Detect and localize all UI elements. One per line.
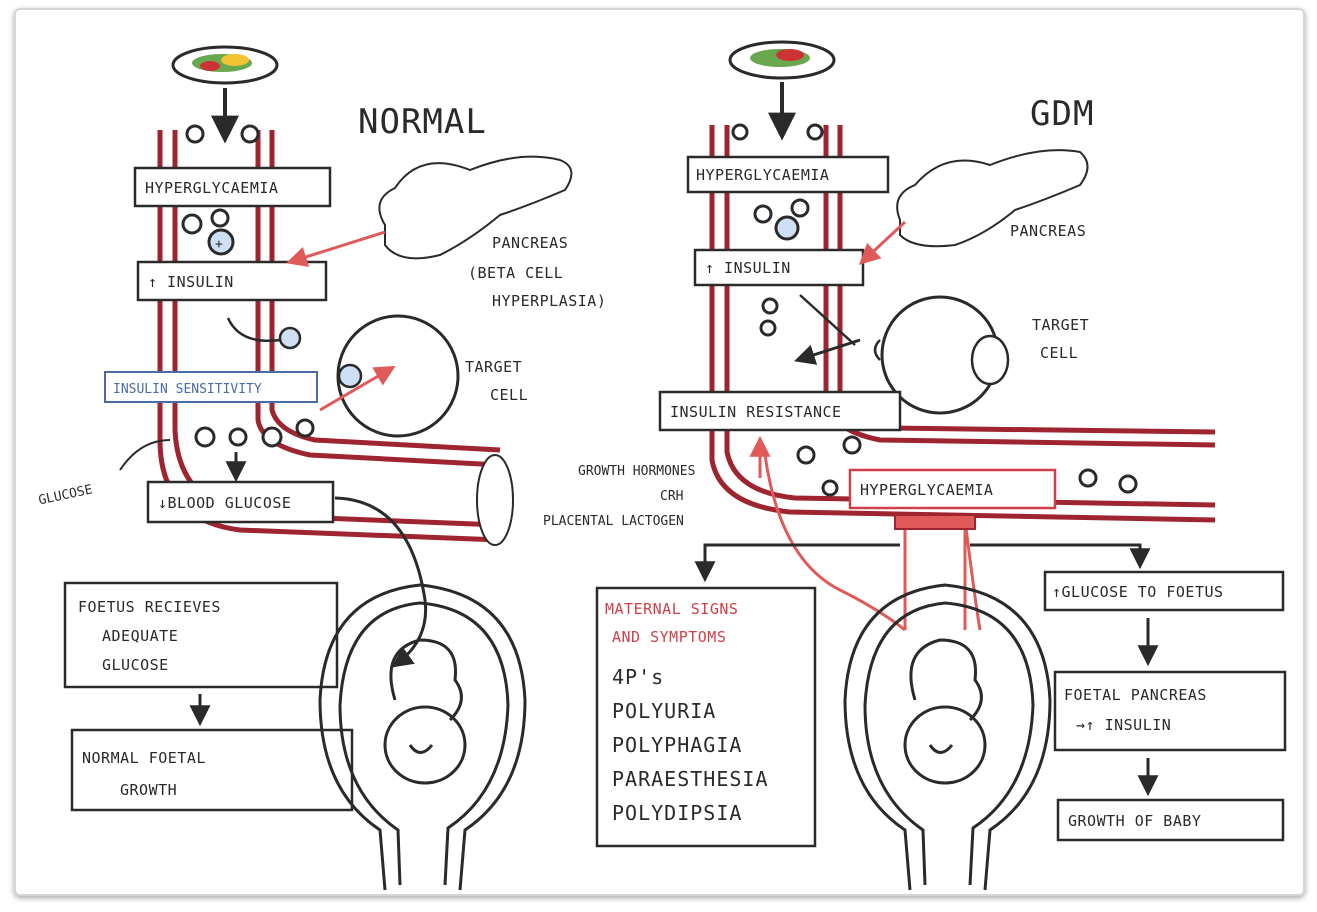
insulin-resistance-label: INSULIN RESISTANCE (670, 403, 842, 421)
target-line2: CELL (490, 386, 528, 404)
hyperglycaemia2-label: HYPERGLYCAEMIA (860, 481, 993, 499)
hormones-line3: PLACENTAL LACTOGEN (543, 514, 684, 529)
normal-title: NORMAL (358, 102, 487, 142)
hormones-line2: CRH (660, 489, 683, 504)
symptom-item: POLYPHAGIA (612, 733, 742, 757)
foetal-pancreas-box (1055, 672, 1285, 750)
food-plate-icon-gdm (730, 42, 834, 78)
insulin-bound-icon (280, 328, 300, 348)
symptom-item: PARAESTHESIA (612, 767, 769, 791)
pancreas-line3: HYPERPLASIA) (492, 292, 606, 310)
foetal-pancreas-line1: FOETAL PANCREAS (1064, 686, 1207, 704)
target-line1: TARGET (465, 358, 522, 376)
insulin-label: ↑ INSULIN (148, 273, 234, 291)
receptor-icon (339, 365, 361, 387)
symptom-item: POLYURIA (612, 699, 716, 723)
symptom-item: POLYDIPSIA (612, 801, 742, 825)
foetus-line2: ADEQUATE (102, 627, 178, 645)
growth-line1: NORMAL FOETAL (82, 749, 206, 767)
glucose-label: GLUCOSE (37, 482, 94, 508)
nucleus-icon (972, 336, 1008, 384)
target-line1-gdm: TARGET (1032, 316, 1089, 334)
hormones-line1: GROWTH HORMONES (578, 464, 695, 479)
foetus-line3: GLUCOSE (102, 656, 169, 674)
blood-glucose-label: ↓BLOOD GLUCOSE (158, 494, 291, 512)
insulin-molecule-icon-gdm (776, 217, 798, 239)
pancreas-line2: (BETA CELL (468, 264, 563, 282)
hyperglycaemia-label: HYPERGLYCAEMIA (145, 179, 278, 197)
growth-baby-label: GROWTH OF BABY (1068, 812, 1201, 830)
foetus-line1: FOETUS RECIEVES (78, 598, 221, 616)
insulin-label-gdm: ↑ INSULIN (705, 259, 791, 277)
maternal-line1: MATERNAL SIGNS (605, 600, 738, 618)
gdm-panel: GDM HYPERGLYCAEMIA ↑ INSULIN PANCREAS TA (543, 42, 1285, 890)
pancreas-arrow (290, 232, 385, 262)
normal-panel: NORMAL + HYPERGLYCAEMIA ↑ INSULIN PANCRE… (37, 47, 606, 890)
vessel-cross-section (477, 455, 513, 545)
maternal-arrow (705, 545, 900, 578)
pancreas-arrow-gdm (862, 222, 905, 262)
symptom-item: 4P's (612, 665, 664, 689)
insulin-sensitivity-label: INSULIN SENSITIVITY (113, 382, 262, 397)
hyperglycaemia-label-gdm: HYPERGLYCAEMIA (696, 166, 829, 184)
foetus-arrow (970, 545, 1140, 565)
growth-line2: GROWTH (120, 781, 177, 799)
maternal-line2: AND SYMPTOMS (612, 628, 726, 646)
glucose-to-foetus-label: ↑GLUCOSE TO FOETUS (1052, 583, 1224, 601)
normal-growth-box (72, 730, 352, 810)
target-line2-gdm: CELL (1040, 344, 1078, 362)
foetal-pancreas-line2: →↑ INSULIN (1076, 716, 1171, 734)
uterus-foetus-icon-gdm (845, 585, 1050, 890)
plus-icon: + (215, 237, 223, 252)
rejected-arrow (798, 340, 860, 360)
pancreas-line1: PANCREAS (492, 234, 568, 252)
pancreas-label-gdm: PANCREAS (1010, 222, 1086, 240)
gdm-title: GDM (1030, 94, 1094, 134)
placenta-icon (895, 515, 975, 529)
food-plate-icon (173, 47, 277, 83)
receptor-icon-gdm (875, 340, 880, 360)
